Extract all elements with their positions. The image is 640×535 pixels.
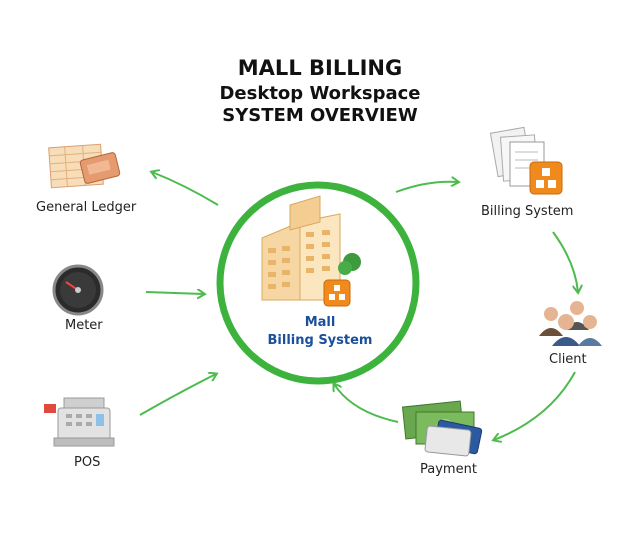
arrow-payment-to-center [334,384,399,423]
ledger-icon [48,143,121,189]
center-app-icon [323,279,351,307]
money-cards-icon [401,400,483,457]
arrow-billing-to-client [552,231,578,292]
arrow-pos-to-center [139,374,216,416]
arrow-center-to-ledger [152,172,219,206]
center-label: Mall Billing System [230,314,410,349]
page-title: MALL BILLING [237,56,403,80]
arrow-center-to-billing [395,182,458,193]
label-billing-system: Billing System [481,204,574,219]
page-subtitle: Desktop Workspace [219,83,421,105]
label-client: Client [549,352,587,367]
center-ring [216,181,420,385]
page-subtitle-2: SYSTEM OVERVIEW [222,104,418,126]
documents-icon [489,126,545,187]
people-icon [539,301,602,346]
label-meter: Meter [65,318,103,333]
center-label-line1: Mall [304,315,336,330]
pos-register-icon [44,397,115,447]
arrow-meter-to-center [145,292,204,294]
label-pos: POS [74,455,101,470]
title-block: MALL BILLING Desktop Workspace SYSTEM OV… [0,56,640,126]
arrow-client-to-payment [494,371,576,440]
label-payment: Payment [420,462,477,477]
label-general-ledger: General Ledger [36,200,137,215]
center-label-line2: Billing System [267,332,373,348]
billing-app-icon [529,161,563,195]
meter-icon [52,264,104,316]
